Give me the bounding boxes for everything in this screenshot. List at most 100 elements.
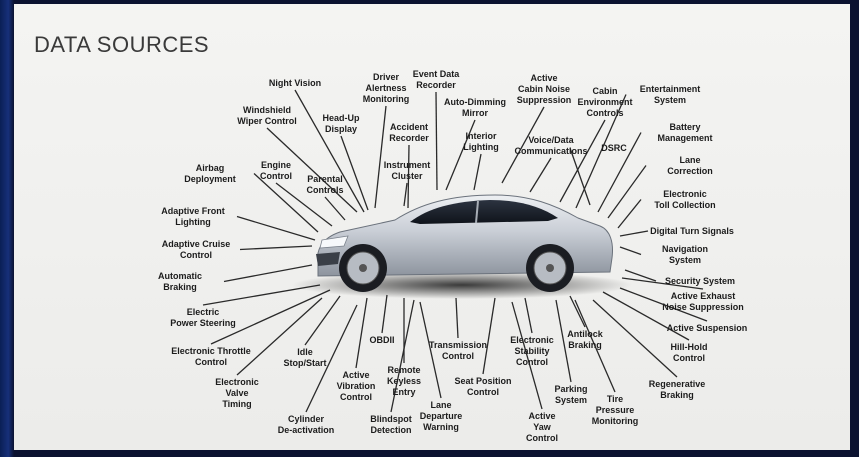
slide-title: DATA SOURCES [34,32,210,57]
connector-parental-controls [324,196,346,221]
label-night-vision: Night Vision [269,78,321,88]
connector-active-vibration-control [355,297,368,369]
car-headlight [319,235,349,249]
connector-airbag-deployment [253,173,319,233]
connector-navigation-system [619,246,642,256]
connector-security-system [624,269,657,282]
connector-voice-data-communications [529,157,552,193]
connector-interior-lighting [473,153,482,191]
connector-seat-position-control [482,297,496,375]
car-illustration [292,194,632,299]
connector-engine-control [275,182,333,227]
connector-electronic-stability-control [524,297,533,334]
connector-night-vision [294,89,365,213]
label-digital-turn-signals: Digital Turn Signals [650,226,734,236]
connector-idle-stop-start [304,295,341,346]
connector-active-yaw-control [511,301,543,410]
connector-hill-hold-control [602,291,690,341]
connector-tire-pressure-monitoring [574,299,616,393]
connector-dsrc [569,147,591,206]
connector-head-up-display [340,135,369,211]
connector-electronic-valve-timing [236,297,323,376]
connector-obdii [381,294,388,334]
connector-electronic-toll-collection [617,199,642,229]
label-security-system: Security System [665,276,735,286]
label-dsrc: DSRC [601,143,627,153]
label-obdii: OBDII [369,335,394,345]
connector-instrument-cluster [403,182,408,207]
rear-wheel [526,244,574,292]
label-active-suspension: Active Suspension [667,323,748,333]
connector-lines [202,89,708,413]
connector-blindspot-detection [390,299,415,413]
connector-digital-turn-signals [619,230,649,237]
connector-active-cabin-noise-suppression [501,106,545,184]
connector-automatic-braking [223,264,313,283]
connector-regenerative-braking [592,299,678,378]
connector-lane-departure-warning [419,301,442,399]
connector-battery-management [597,132,642,213]
connector-adaptive-cruise-control [239,245,313,251]
connector-cabin-environment-controls [559,119,606,203]
connector-transmission-control [455,297,459,339]
car-grille [316,252,340,266]
connector-cylinder-de-activation [305,304,358,413]
connector-antilock-braking [569,295,586,328]
connector-electronic-throttle-control [210,289,331,345]
connector-accident-recorder [407,144,410,209]
connector-event-data-recorder [435,91,438,191]
front-wheel [339,244,387,292]
connector-active-suspension [619,287,708,322]
car-pillar [475,200,479,224]
connector-driver-alertness-monitoring [374,105,387,209]
car-windows [410,200,558,224]
connector-windshield-wiper-control [266,127,358,213]
connector-active-exhaust-noise-suppression [621,277,704,290]
connector-adaptive-front-lighting [236,215,316,241]
connector-auto-dimming-mirror [445,119,476,191]
background-edge [0,0,14,457]
